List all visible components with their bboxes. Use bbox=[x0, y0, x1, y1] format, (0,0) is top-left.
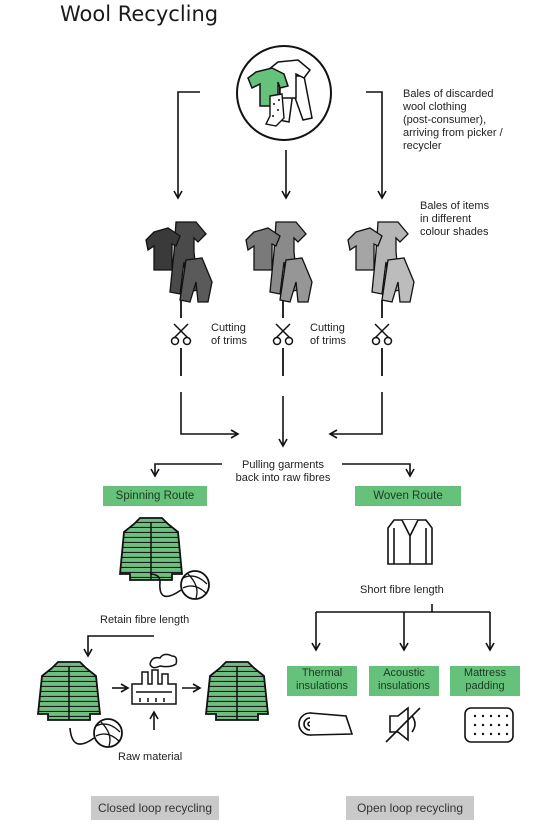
quilted-jacket-icon-3 bbox=[205, 661, 269, 721]
quilted-jacket-icon-2 bbox=[37, 661, 101, 721]
woven-route-tag: Woven Route bbox=[355, 486, 461, 506]
open-loop-arrows bbox=[311, 604, 495, 652]
cutting-lines bbox=[180, 300, 383, 376]
label-line: back into raw fibres bbox=[235, 472, 331, 484]
label-line: of trims bbox=[211, 335, 248, 347]
split-arrows bbox=[150, 463, 415, 478]
label-raw-material: Raw material bbox=[118, 751, 183, 763]
page-title: Wool Recycling bbox=[60, 2, 219, 26]
label-cutting-right: Cutting of trims bbox=[310, 322, 370, 348]
closed-loop-badge: Closed loop recycling bbox=[91, 796, 219, 820]
spinning-route-tag: Spinning Route bbox=[103, 486, 207, 506]
acoustic-insulations-tag: Acoustic insulations bbox=[369, 666, 439, 696]
factory-icon bbox=[131, 653, 178, 705]
garment-bale-light-icon bbox=[347, 221, 415, 303]
label-line: Bales of items bbox=[420, 200, 490, 212]
label-line: Cutting bbox=[310, 322, 345, 334]
label-line: recycler bbox=[403, 140, 442, 152]
tag-line: Thermal bbox=[301, 667, 343, 679]
label-pulling: Pulling garments back into raw fibres bbox=[216, 459, 350, 485]
tag-line: insulations bbox=[378, 680, 430, 692]
garment-bale-mid-icon bbox=[245, 221, 313, 303]
label-line: colour shades bbox=[420, 226, 489, 238]
label-bales-discarded: Bales of discarded wool clothing (post-c… bbox=[403, 88, 543, 153]
tag-line: Acoustic bbox=[383, 667, 425, 679]
scissors-icon-left bbox=[170, 323, 192, 346]
discarded-clothing-icon bbox=[236, 45, 332, 141]
converge-arrows bbox=[180, 392, 383, 448]
retain-arrow bbox=[83, 635, 154, 658]
woven-jacket-icon bbox=[387, 519, 433, 565]
scissors-icon-center bbox=[272, 323, 294, 346]
top-arrows bbox=[173, 91, 387, 200]
label-line: arriving from picker / bbox=[403, 127, 503, 139]
quilted-jacket-icon bbox=[119, 517, 183, 581]
acoustic-muted-icon bbox=[385, 706, 421, 743]
tag-line: Mattress bbox=[463, 667, 507, 679]
label-cutting-left: Cutting of trims bbox=[211, 322, 271, 348]
label-line: (post-consumer), bbox=[403, 114, 487, 126]
mattress-padding-tag: Mattress padding bbox=[450, 666, 520, 696]
label-line: Pulling garments bbox=[242, 459, 324, 471]
scissors-icon-right bbox=[371, 323, 393, 346]
yarn-ball-icon bbox=[149, 570, 210, 600]
label-line: of trims bbox=[310, 335, 347, 347]
roll-icon bbox=[298, 712, 354, 736]
tag-line: insulations bbox=[296, 680, 348, 692]
tag-line: padding bbox=[465, 680, 505, 692]
garment-bale-dark-icon bbox=[145, 221, 213, 303]
label-line: wool clothing bbox=[403, 101, 467, 113]
thermal-insulations-tag: Thermal insulations bbox=[287, 666, 357, 696]
label-bales-items: Bales of items in different colour shade… bbox=[420, 200, 540, 239]
label-retain-fibre: Retain fibre length bbox=[100, 614, 190, 626]
open-loop-badge: Open loop recycling bbox=[346, 796, 474, 820]
label-line: Cutting bbox=[211, 322, 246, 334]
label-short-fibre: Short fibre length bbox=[360, 584, 444, 596]
yarn-ball-icon-2 bbox=[69, 718, 123, 748]
mattress-icon bbox=[464, 707, 514, 743]
label-line: Bales of discarded bbox=[403, 88, 494, 100]
label-line: in different bbox=[420, 213, 472, 225]
